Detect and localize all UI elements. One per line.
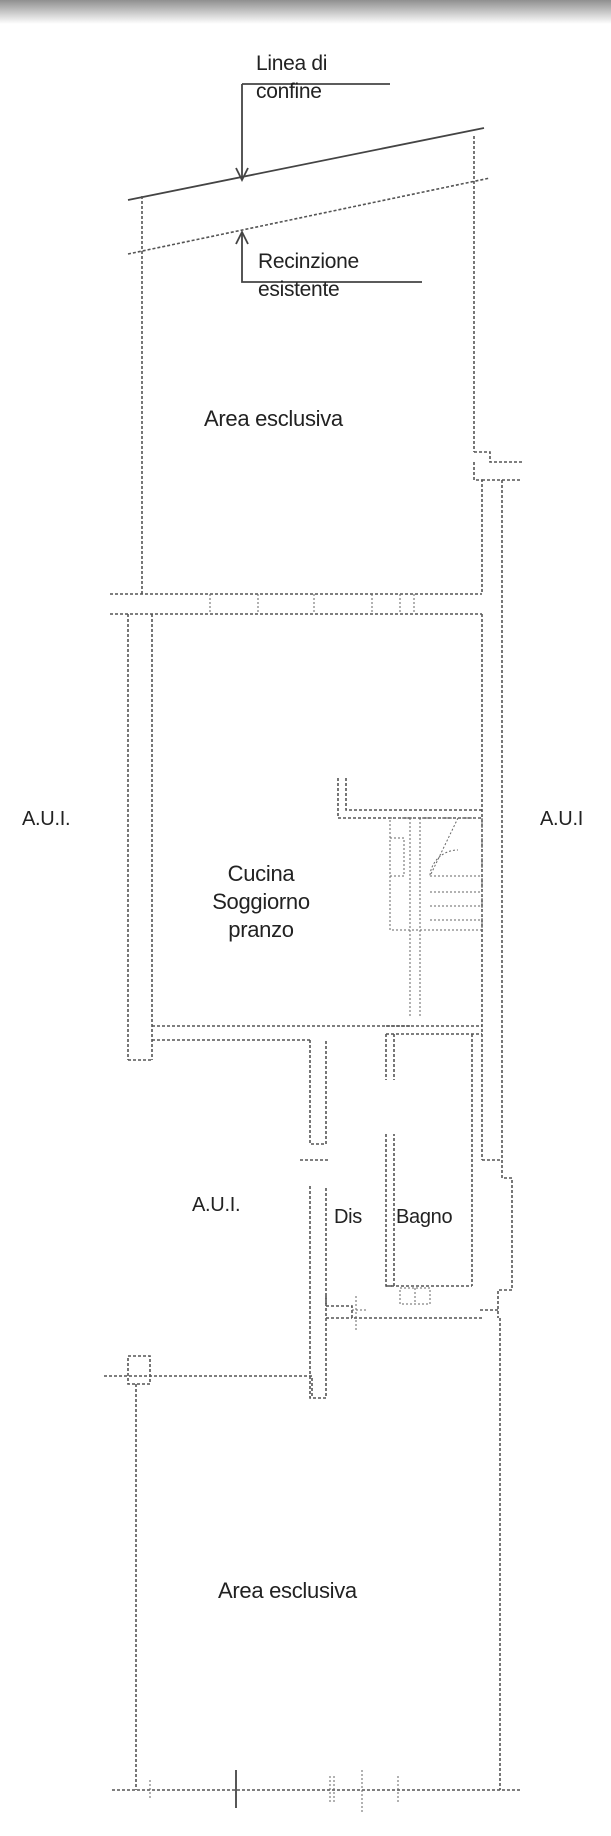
aui-center-label: A.U.I. [192, 1194, 241, 1216]
top-shadow [0, 0, 611, 24]
kitchen-bottom-wall [152, 1025, 482, 1145]
stair-partition [337, 778, 482, 819]
lower-exclusive-area-label: Area esclusiva [218, 1578, 357, 1603]
fence-label: Recinzione esistente [258, 250, 359, 301]
aui-left-label: A.U.I. [22, 808, 71, 830]
dis-label: Dis [334, 1206, 362, 1228]
aui-right-label: A.U.I [540, 808, 583, 830]
top-wall-openings [209, 594, 415, 614]
boundary-label: Linea di confine [256, 52, 328, 103]
upper-exclusive-area-label: Area esclusiva [204, 406, 343, 431]
lower-area-outline [104, 1318, 522, 1812]
house-walls [110, 479, 522, 1160]
existing-fence-line [127, 177, 491, 283]
dis-walls [300, 1034, 395, 1399]
upper-area-outline [141, 136, 522, 594]
bathroom-walls [386, 1034, 473, 1305]
kitchen-living-label: Cucina Soggiorno pranzo [212, 861, 310, 942]
bathroom-label: Bagno [396, 1206, 453, 1228]
boundary-line [127, 83, 485, 201]
staircase [389, 817, 483, 1018]
rear-wall [325, 1159, 513, 1330]
